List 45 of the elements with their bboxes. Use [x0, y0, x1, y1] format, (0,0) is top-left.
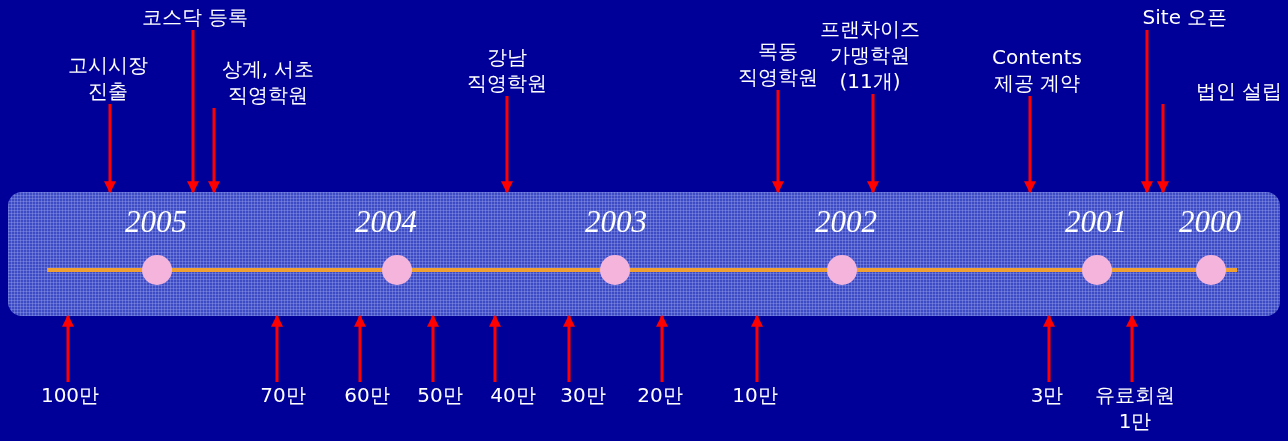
- arrow: [187, 30, 199, 194]
- year-label: 2004: [355, 204, 417, 240]
- event-label: 코스닥 등록: [141, 4, 249, 30]
- member-count-label: 유료회원 1만: [1094, 382, 1176, 434]
- arrow: [1126, 314, 1138, 382]
- arrow: [354, 314, 366, 382]
- arrow: [1043, 314, 1055, 382]
- event-label: 고시시장 진출: [67, 52, 149, 104]
- year-label: 2001: [1065, 204, 1127, 240]
- event-label: 강남 직영학원: [466, 44, 548, 96]
- member-count-label: 30만: [560, 382, 606, 408]
- arrow: [1024, 96, 1036, 194]
- member-count-label: 100만: [40, 382, 100, 408]
- event-label: 상계, 서초 직영학원: [220, 56, 316, 108]
- arrow: [563, 314, 575, 382]
- member-count-label: 60만: [344, 382, 390, 408]
- arrow: [772, 90, 784, 194]
- timeline-band: [8, 192, 1280, 316]
- arrow: [867, 94, 879, 194]
- arrow: [656, 314, 668, 382]
- arrow: [208, 108, 220, 194]
- member-count-label: 40만: [490, 382, 536, 408]
- arrow: [489, 314, 501, 382]
- arrow: [271, 314, 283, 382]
- arrow: [427, 314, 439, 382]
- arrow: [751, 314, 763, 382]
- arrow: [1157, 104, 1169, 194]
- year-label: 2003: [585, 204, 647, 240]
- member-count-label: 20만: [637, 382, 683, 408]
- year-label: 2000: [1179, 204, 1241, 240]
- arrow: [104, 104, 116, 194]
- member-count-label: 3만: [1030, 382, 1064, 408]
- arrow: [1141, 30, 1153, 194]
- arrow: [501, 96, 513, 194]
- event-label: Site 오픈: [1142, 4, 1228, 30]
- member-count-label: 50만: [417, 382, 463, 408]
- event-label: Contents 제공 계약: [991, 44, 1083, 96]
- event-label: 프랜차이즈 가맹학원 (11개): [819, 16, 921, 94]
- year-label: 2005: [125, 204, 187, 240]
- event-label: 목동 직영학원: [737, 38, 819, 90]
- member-count-label: 70만: [260, 382, 306, 408]
- member-count-label: 10만: [732, 382, 778, 408]
- event-label: 법인 설립: [1195, 78, 1282, 104]
- year-label: 2002: [815, 204, 877, 240]
- arrow: [62, 314, 74, 382]
